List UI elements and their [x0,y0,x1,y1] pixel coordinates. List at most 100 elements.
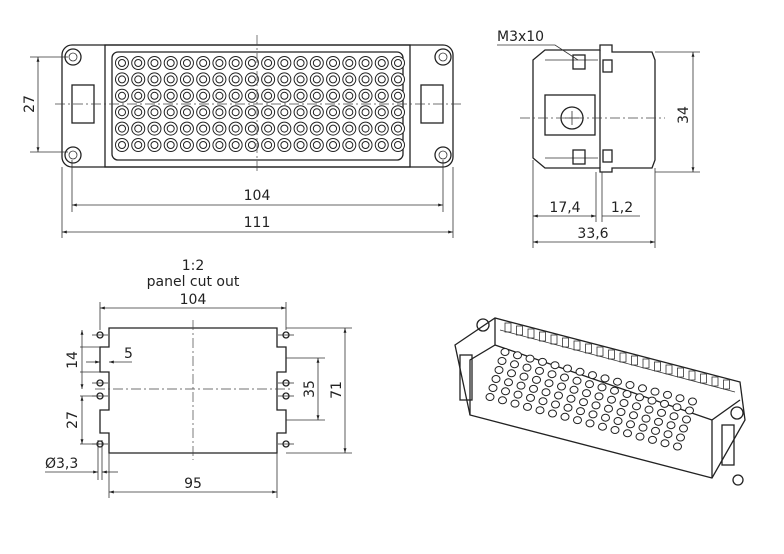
iso-rib [573,340,581,351]
pin-contact [377,108,386,117]
pin-contact [134,75,143,84]
iso-rib [608,349,615,360]
pin-contact [377,91,386,100]
pin-contact [215,108,224,117]
iso-pin [494,366,504,374]
pin-contact [345,59,354,67]
pin-contact [296,59,305,67]
pin-contact [361,124,370,133]
iso-pin [529,384,538,393]
iso-rib [562,337,569,348]
iso-rib [516,325,523,336]
isometric-view [454,317,746,486]
iso-pin [660,399,669,408]
iso-pin [547,370,557,379]
iso-rib [631,355,638,366]
pin-contact [182,124,191,133]
mounting-hole [282,392,290,400]
cutout-dim-5: 5 [124,346,133,362]
iso-pin [573,416,582,425]
pin-contact [312,124,321,133]
iso-pin [654,417,663,426]
iso-pin [601,413,610,422]
pin-contact [377,141,386,149]
iso-rib [596,346,604,357]
cutout-dim-35: 35 [302,380,318,398]
cutout-scale: 1:2 [182,258,205,274]
iso-pin [544,379,554,388]
front-dim-111: 111 [244,215,271,231]
cutout-dim-104: 104 [180,292,207,308]
pin-contact [296,91,305,100]
iso-pin [594,392,604,401]
pin-contact [394,59,402,67]
pin-contact [345,91,354,100]
iso-pin [566,394,576,403]
cutout-dim-71: 71 [329,381,345,399]
pin-contact [150,59,159,67]
iso-rib [539,331,546,342]
iso-pin [635,432,645,441]
pin-contact [182,91,191,100]
iso-pin [538,357,547,366]
pin-contact [247,108,256,117]
screw-inner [68,52,78,62]
pin-contact [329,75,338,84]
iso-screw-icon [730,406,744,420]
screw-inner [438,150,448,160]
iso-pin [588,410,598,419]
iso-pin [591,401,601,410]
iso-pin [572,376,582,385]
pin-contact [150,75,159,84]
pin-contact [118,91,126,100]
isometric-pin-field [485,348,697,451]
insert-frame [104,44,411,168]
iso-pin [541,388,551,397]
iso-pin [513,390,523,399]
iso-pin [510,399,520,408]
iso-pin [526,393,535,402]
pin-contact [394,141,402,149]
iso-pin [607,395,616,404]
iso-rib [665,364,673,375]
pin-contact [361,59,370,67]
iso-pin [604,404,613,413]
iso-rib [642,358,650,369]
pin-contact [182,75,191,84]
iso-pin [582,389,591,398]
pin-contact [182,59,191,67]
iso-screw-icon [732,474,744,486]
pin-contact [166,91,175,100]
pin-contact [329,141,338,149]
iso-rib [527,328,535,339]
iso-pin [619,399,629,407]
iso-rib [654,361,661,372]
pin-contact [329,59,338,67]
iso-pin [648,435,657,444]
pin-contact [377,59,386,67]
iso-pin [491,375,501,383]
iso-pin [676,433,685,442]
iso-pin [632,402,641,411]
iso-pin [660,439,670,448]
iso-pin [673,442,682,451]
pin-contact [247,141,256,149]
pin-contact [264,141,273,149]
iso-pin [560,373,569,382]
side-view: M3x10 34 17,4 1,2 33,6 [497,29,700,248]
screw-label: M3x10 [497,29,544,45]
iso-pin [651,426,660,435]
iso-pin [560,412,570,421]
iso-pin [644,405,654,414]
mounting-hole [282,440,290,448]
iso-pin [616,408,626,416]
pin-contact [394,91,402,100]
iso-pin [576,407,585,416]
cutout-dim-95: 95 [184,476,202,492]
iso-pin [641,414,651,423]
pin-contact [264,124,273,133]
pin-contact [280,108,289,117]
pin-contact [280,59,289,67]
iso-rib [700,373,707,384]
iso-pin [622,390,632,398]
